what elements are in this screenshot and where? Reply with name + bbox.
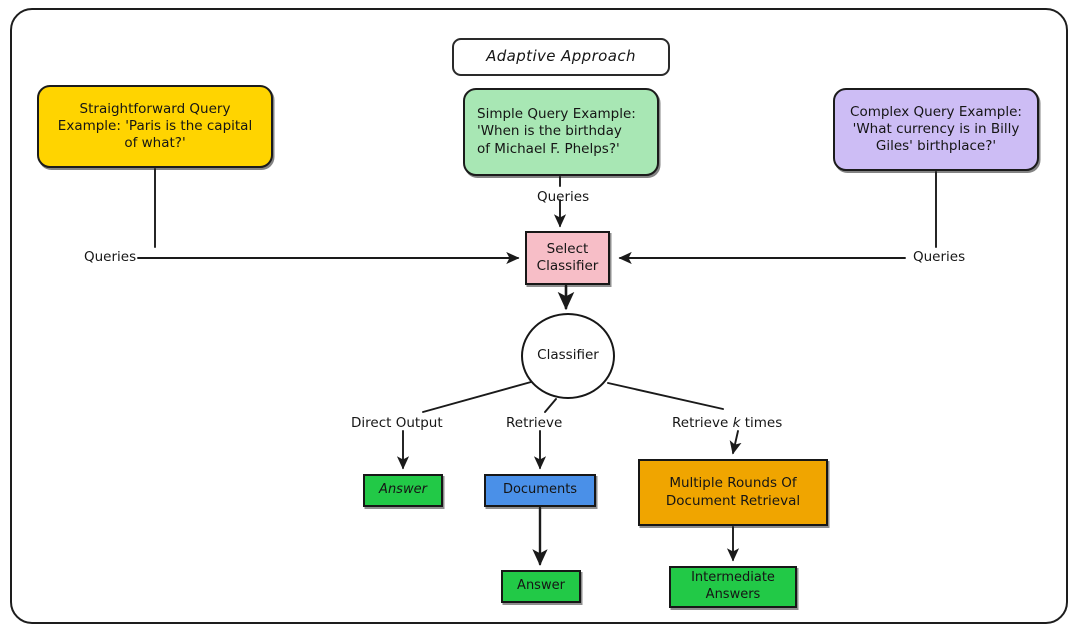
node-multiple-rounds[interactable]: Multiple Rounds Of Document Retrieval — [638, 459, 828, 526]
edge-label-queries-top: Queries — [537, 189, 590, 205]
node-intermediate-answers[interactable]: Intermediate Answers — [669, 566, 797, 608]
edge-label-retrieve-k-times: Retrieve k times — [672, 415, 782, 431]
edge-label-retrieve: Retrieve — [506, 415, 563, 431]
node-answer-direct[interactable]: Answer — [363, 474, 443, 507]
node-simple-query[interactable]: Simple Query Example: 'When is the birth… — [463, 88, 659, 176]
edge-label-queries-right: Queries — [913, 249, 966, 265]
node-complex-query[interactable]: Complex Query Example: 'What currency is… — [833, 88, 1039, 171]
edge-label-direct-output: Direct Output — [351, 415, 443, 431]
retrieve-k-suffix: times — [740, 415, 783, 431]
retrieve-k-variable: k — [732, 415, 741, 431]
retrieve-k-prefix: Retrieve — [672, 415, 733, 431]
node-straightforward-query[interactable]: Straightforward Query Example: 'Paris is… — [37, 85, 273, 168]
diagram-title: Adaptive Approach — [452, 38, 670, 76]
edge-label-queries-left: Queries — [84, 249, 137, 265]
node-select-classifier[interactable]: Select Classifier — [525, 231, 610, 285]
node-answer-retrieve[interactable]: Answer — [501, 570, 581, 603]
node-documents[interactable]: Documents — [484, 474, 596, 507]
node-classifier[interactable]: Classifier — [521, 313, 615, 399]
